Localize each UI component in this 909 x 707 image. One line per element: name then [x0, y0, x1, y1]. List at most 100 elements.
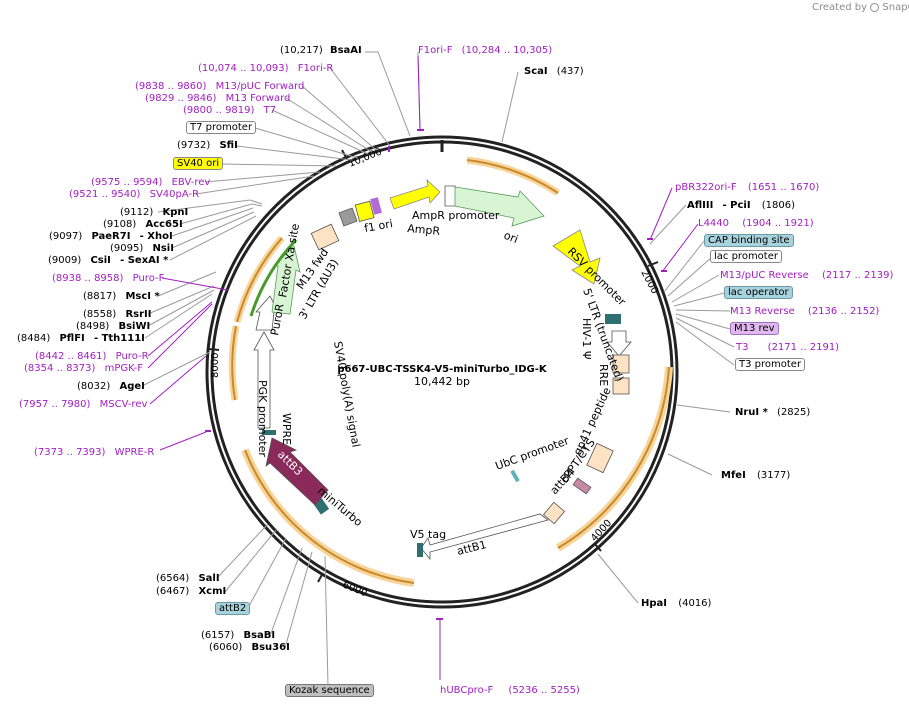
label-lac-promoter[interactable]: lac promoter: [710, 250, 782, 263]
pleader-mpgk: [147, 303, 213, 369]
f1ori-f-coord: (10,284 .. 10,305): [461, 45, 553, 56]
label-rsrii[interactable]: (8558) RsrII: [83, 309, 151, 320]
label-afliii[interactable]: AflIII - PciI (1806): [687, 200, 795, 211]
feature-hiv-psi-box-2: [612, 377, 630, 395]
leader-ebv: [204, 171, 321, 183]
label-f1ori-f[interactable]: F1ori-F (10,284 .. 10,305): [418, 45, 552, 56]
leader-mscI: [157, 271, 217, 297]
pmark-pbr: [647, 238, 653, 240]
label-csii[interactable]: (9009) CsiI - SexAI *: [48, 255, 168, 266]
label-cap-binding[interactable]: CAP binding site: [704, 234, 794, 247]
label-nsii[interactable]: (9095) NsiI: [110, 243, 174, 254]
label-acc65i[interactable]: (9108) Acc65I: [103, 219, 183, 230]
label-t3-promoter[interactable]: T3 promoter: [735, 358, 806, 371]
label-kozak[interactable]: Kozak sequence: [285, 684, 374, 697]
label-ebv-rev[interactable]: (9575 .. 9594) EBV-rev: [91, 177, 210, 188]
label-paer7i[interactable]: (9097) PaeR7I - XhoI: [49, 231, 173, 242]
label-attb2[interactable]: attB2: [215, 602, 251, 615]
label-puro-f[interactable]: (8938 .. 8958) Puro-F: [52, 273, 164, 284]
mfei-name: MfeI: [721, 470, 746, 481]
label-bsabi[interactable]: (6157) BsaBI: [201, 630, 275, 641]
paer7i-coord: (9097): [49, 231, 83, 242]
label-t7-promoter[interactable]: T7 promoter: [186, 121, 257, 134]
leader-bsiwi: [147, 289, 215, 327]
agei-name: AgeI: [119, 381, 145, 392]
leader-bsaai: [365, 51, 411, 137]
pleader-purof: [161, 277, 229, 291]
label-agei[interactable]: (8032) AgeI: [77, 381, 145, 392]
feature-rsv-promoter-box: [605, 314, 621, 324]
label-lac-operator[interactable]: lac operator: [724, 286, 793, 299]
label-mfei[interactable]: MfeI (3177): [721, 470, 790, 481]
label-wpre-r[interactable]: (7373 .. 7393) WPRE-R: [34, 447, 154, 458]
arc-left-inner: [231, 325, 237, 401]
label-sfii[interactable]: (9732) SfiI: [177, 140, 238, 151]
label-hiv-psi: RRE: [597, 364, 610, 386]
pleader-l4440: [661, 223, 699, 273]
puro-f-name: Puro-F: [132, 273, 165, 284]
arc-ltr-inner: [557, 366, 670, 549]
label-puro-r[interactable]: (8442 .. 8461) Puro-R: [35, 351, 149, 362]
mpgk-name: mPGK-F: [104, 363, 143, 374]
xcmi-coord: (6467): [156, 586, 190, 597]
mscv-name: MSCV-rev: [99, 399, 148, 410]
label-m13-rev[interactable]: M13 rev: [730, 322, 779, 335]
label-mpgk-f[interactable]: (8354 .. 8373) mPGK-F: [24, 363, 143, 374]
feature-ubc-promoter-arrow: [420, 513, 549, 561]
label-ampr-promoter: AmpR: [407, 222, 441, 238]
label-sv40pa-r[interactable]: (9521 .. 9540) SV40pA-R: [69, 189, 199, 200]
kpni-name: KpnI: [162, 207, 189, 218]
pbr-coord: (1651 .. 1670): [747, 182, 820, 193]
bsu36i-name: Bsu36I: [251, 642, 290, 653]
leader-t7: [271, 109, 369, 155]
leader-pflfi: [144, 293, 213, 339]
label-bsaai[interactable]: (10,217) BsaAI: [280, 45, 362, 56]
label-sali[interactable]: (6564) SalI: [156, 573, 220, 584]
label-t3[interactable]: T3 (2171 .. 2191): [736, 342, 839, 353]
label-m13puc-fwd[interactable]: (9838 .. 9860) M13/pUC Forward: [135, 81, 304, 92]
label-mscv-rev[interactable]: (7957 .. 7980) MSCV-rev: [19, 399, 147, 410]
label-hubcpro-f[interactable]: hUBCpro-F (5236 .. 5255): [440, 685, 580, 696]
pmark-f1ori-r: [388, 146, 390, 152]
label-hpai[interactable]: HpaI (4016): [641, 598, 711, 609]
label-xcmi[interactable]: (6467) XcmI: [156, 586, 226, 597]
label-l4440[interactable]: L4440 (1904 .. 1921): [698, 218, 814, 229]
label-attb4: UbC promoter: [494, 434, 571, 473]
leader-lacop: [673, 292, 725, 307]
tick-label-8000: 8000: [210, 353, 221, 378]
feature-ori-arrow: [552, 229, 601, 285]
mpgk-coord: (8354 .. 8373): [24, 363, 96, 374]
hpai-coord: (4016): [678, 598, 712, 609]
label-kpni[interactable]: (9112) KpnI: [120, 207, 188, 218]
pcii-name: - PciI: [722, 200, 751, 211]
mscv-coord: (7957 .. 7980): [19, 399, 91, 410]
leader-m13revbox: [675, 313, 731, 330]
label-f1ori-r[interactable]: (10,074 .. 10,093) F1ori-R: [198, 63, 333, 74]
label-m13-reverse[interactable]: M13 Reverse (2136 .. 2152): [730, 306, 879, 317]
leader-m13rev: [675, 309, 731, 312]
label-sv40-ori[interactable]: SV40 ori: [173, 157, 224, 170]
leader-f1ori-r: [329, 67, 391, 147]
label-t7[interactable]: (9800 .. 9819) T7: [183, 105, 276, 116]
label-bsiwi[interactable]: (8498) BsiWI: [76, 321, 150, 332]
label-scai[interactable]: ScaI (437): [524, 66, 584, 77]
puro-r-name: Puro-R: [115, 351, 149, 362]
pleader-wpre-r: [159, 431, 207, 451]
label-pbr322ori-f[interactable]: pBR322ori-F (1651 .. 1670): [675, 182, 819, 193]
t7-name: T7: [263, 105, 277, 116]
bsiwi-name: BsiWI: [118, 321, 151, 332]
label-nrui[interactable]: NruI * (2825): [735, 407, 810, 418]
leader-sv40ori: [221, 163, 337, 167]
label-msci[interactable]: (8817) MscI *: [83, 291, 160, 302]
label-pflfi[interactable]: (8484) PflFI - Tth111I: [17, 333, 145, 344]
wpre-r-coord: (7373 .. 7393): [34, 447, 106, 458]
label-bsu36i[interactable]: (6060) Bsu36I: [209, 642, 290, 653]
label-m13-fwd[interactable]: (9829 .. 9846) M13 Forward: [145, 93, 290, 104]
created-by-text: Created by: [812, 2, 868, 13]
agei-coord: (8032): [77, 381, 111, 392]
label-m13puc-rev[interactable]: M13/pUC Reverse (2117 .. 2139): [720, 270, 893, 281]
l4440-coord: (1904 .. 1921): [742, 218, 814, 229]
pmark-l4440: [661, 270, 667, 272]
leader-t7-promoter: [254, 127, 359, 159]
